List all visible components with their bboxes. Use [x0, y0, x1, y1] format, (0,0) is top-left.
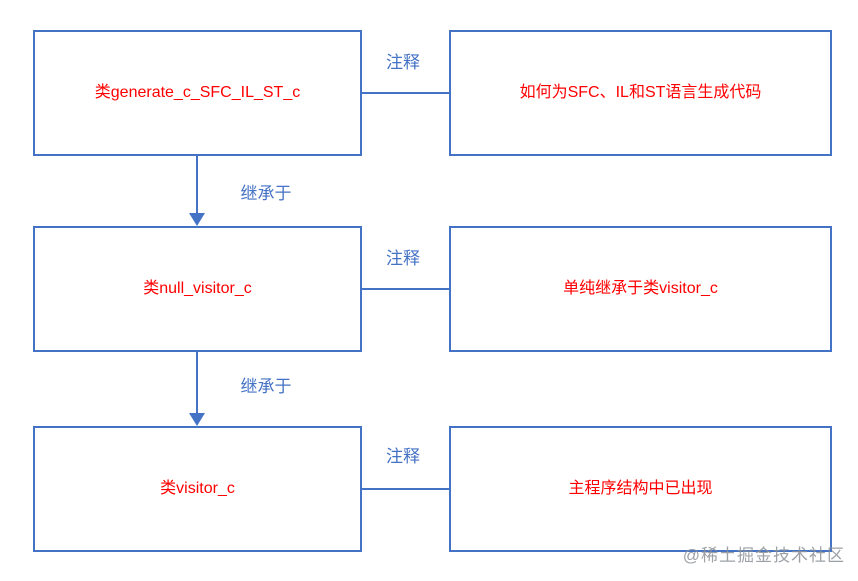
comment-box-label: 如何为SFC、IL和ST语言生成代码	[519, 83, 762, 101]
comment-box-label: 主程序结构中已出现	[568, 479, 713, 497]
class-box-null-visitor-c: 类null_visitor_c	[33, 226, 362, 352]
comment-box-main-program: 主程序结构中已出现	[449, 426, 832, 552]
inheritance-arrow-line-2	[196, 352, 198, 413]
inheritance-arrow-head-1	[189, 213, 205, 226]
comment-edge-label-2: 注释	[386, 249, 420, 268]
class-box-visitor-c: 类visitor_c	[33, 426, 362, 552]
comment-box-sfc-il-st-codegen: 如何为SFC、IL和ST语言生成代码	[449, 30, 832, 156]
comment-box-inherits-visitor-c: 单纯继承于类visitor_c	[449, 226, 832, 352]
class-box-generate-c-sfc-il-st-c: 类generate_c_SFC_IL_ST_c	[33, 30, 362, 156]
comment-edge-label-1: 注释	[386, 53, 420, 72]
inheritance-arrow-line-1	[196, 156, 198, 213]
inheritance-edge-label-1: 继承于	[240, 184, 292, 203]
comment-connector-1	[362, 92, 449, 94]
comment-connector-2	[362, 288, 449, 290]
class-box-label: 类null_visitor_c	[143, 279, 252, 297]
class-box-label: 类generate_c_SFC_IL_ST_c	[94, 83, 301, 101]
comment-box-label: 单纯继承于类visitor_c	[563, 279, 718, 297]
class-box-label: 类visitor_c	[160, 479, 235, 497]
inheritance-arrow-head-2	[189, 413, 205, 426]
comment-edge-label-3: 注释	[386, 447, 420, 466]
comment-connector-3	[362, 488, 449, 490]
inheritance-edge-label-2: 继承于	[240, 377, 292, 396]
watermark: @稀土掘金技术社区	[682, 546, 845, 565]
